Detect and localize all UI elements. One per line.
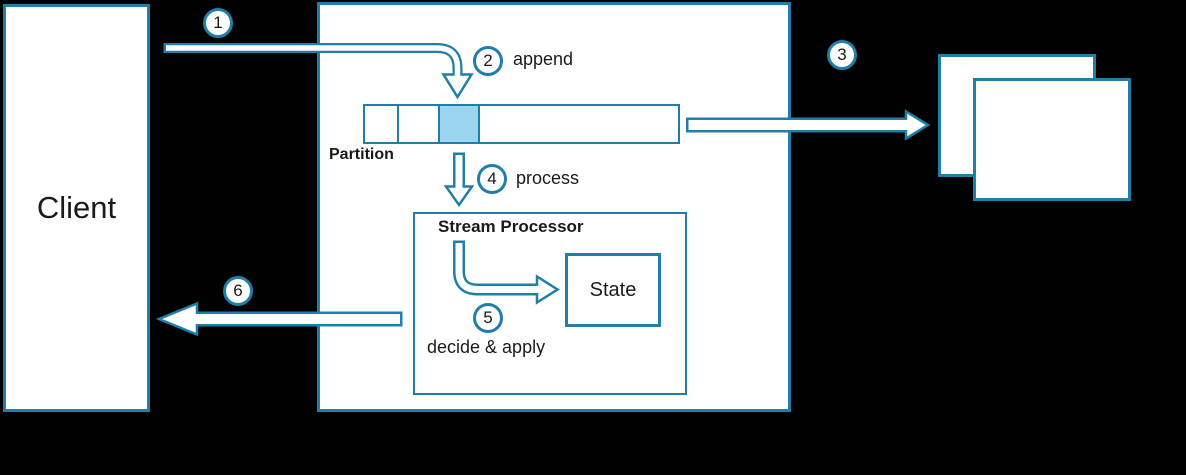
step-6-badge: 6: [223, 276, 253, 306]
partition-segment: [365, 106, 399, 142]
step-4-number: 4: [487, 169, 497, 188]
consumer-box-front: [973, 78, 1131, 201]
stream-processor-title: Stream Processor: [438, 217, 584, 236]
partition-segment-highlighted: [440, 106, 480, 142]
client-label: Client: [36, 190, 117, 225]
step-5-number: 5: [483, 308, 493, 327]
step-6-number: 6: [233, 281, 243, 300]
step-3-badge: 3: [827, 40, 857, 70]
decide-apply-label: decide & apply: [427, 337, 546, 357]
step-1-number: 1: [213, 13, 223, 32]
state-box: State: [565, 253, 661, 327]
partition-bar: [363, 104, 680, 144]
partition-label: Partition: [329, 146, 394, 163]
step-2-badge: 2: [473, 46, 503, 76]
append-label: append: [513, 49, 574, 69]
process-label: process: [516, 168, 580, 188]
step-1-badge: 1: [203, 8, 233, 38]
client-box: Client: [3, 4, 150, 412]
step-4-badge: 4: [477, 164, 507, 194]
state-label: State: [589, 278, 637, 301]
step-3-number: 3: [837, 45, 847, 64]
partition-segment: [399, 106, 440, 142]
step-2-number: 2: [483, 51, 493, 70]
step-5-badge: 5: [473, 303, 503, 333]
partition-segment: [480, 106, 678, 142]
